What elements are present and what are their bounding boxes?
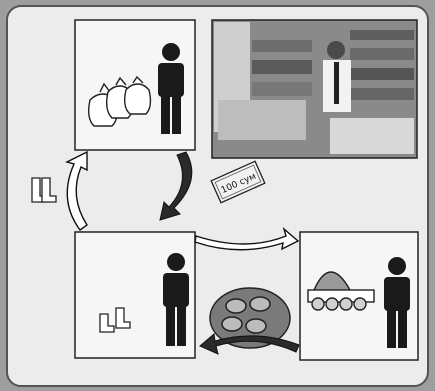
bread-seller-box xyxy=(300,232,418,360)
shop-photo xyxy=(212,20,417,158)
boots-seller-box xyxy=(75,232,195,358)
farmer-with-sacks-box xyxy=(75,20,195,150)
